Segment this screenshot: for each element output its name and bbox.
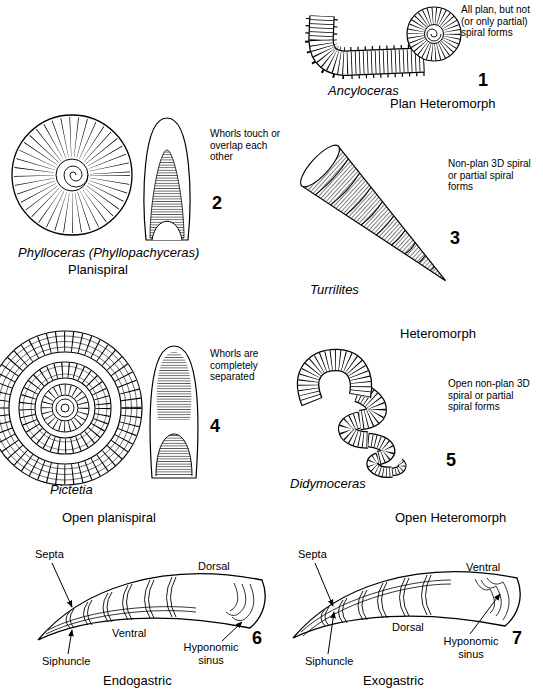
part-label: Dorsal [392,621,424,634]
umbilicus [56,159,88,191]
taxon-name: Pictetia [50,483,93,498]
part-label: Hyponomic sinus [180,641,242,666]
whorl-edge [9,352,121,464]
part-label: Ventral [112,627,146,640]
callout-number: 4 [210,416,220,437]
section-hatch [157,352,192,420]
leader-arrow [68,630,72,654]
spiral-line [4,347,126,469]
spiral-ribs [416,16,452,52]
part-label: Septa [35,548,64,561]
whorl-ribs [27,370,103,446]
umbilicus [425,25,444,44]
part-label: Siphuncle [305,655,353,668]
whorl-edge [61,404,69,412]
callout-number: 2 [212,193,222,214]
shell-body [392,462,402,472]
spiral-line [0,342,132,475]
horn-shell [293,572,520,638]
whorl-ribs [34,137,110,213]
whorl-section [150,346,198,478]
leader-arrow [222,622,242,641]
form-note: Whorls are completely separated [210,348,290,383]
callout-number: 7 [512,628,522,649]
form-note: Whorls touch or overlap each other [210,128,288,163]
growth-lines [226,583,254,621]
inner-spiral [64,166,88,187]
endogastric-drawing [38,563,265,654]
part-label: Ventral [466,561,500,574]
shell-body [308,360,361,402]
septa [321,575,431,626]
form-note: Open non-plan 3D spiral or partial spira… [448,378,532,413]
outer-whorl [12,115,132,235]
callout-number: 5 [446,450,456,471]
whorl-edge [0,331,142,485]
shell-outline [308,360,361,402]
callout-number: 3 [450,228,460,249]
shell-ribs [368,440,388,458]
aperture [295,140,345,192]
form-name: Open planispiral [62,511,156,526]
form-note: Non-plan 3D spiral or partial spiral for… [448,158,532,193]
whorl-ribs [0,342,132,475]
spiral-whorl [407,7,461,61]
whorl-edge [35,378,95,438]
part-label: Dorsal [198,560,230,573]
taxon-name: Ancyloceras [328,84,399,99]
whorl-edge [41,384,89,432]
phylloceras-drawing [12,115,190,240]
whorl-ribs [47,390,84,427]
dorsal-impression [152,221,182,240]
whorl-edge [52,395,78,421]
spiral-line [23,366,107,450]
leader-arrow [470,594,500,634]
form-name: Endogastric [103,674,172,689]
siphuncle-tube [301,580,451,636]
shell-outline [392,462,402,472]
shell-outline [368,440,388,458]
form-name: Plan Heteromorph [390,97,496,112]
form-name: Heteromorph [400,327,476,342]
inner-spiral [427,29,441,41]
part-label: Hyponomic sinus [440,635,502,660]
turrilites-drawing [295,140,464,301]
septa [66,577,176,628]
leader-arrow [328,612,334,654]
whorl-sutures [315,159,449,287]
whorl-edge [19,362,111,454]
part-label: Septa [298,548,327,561]
spiral-line [31,374,99,442]
whorl-section [144,118,190,240]
ancyloceras-drawing [321,7,461,63]
exogastric-drawing [293,572,520,638]
leader-arrow [52,563,72,607]
didymoceras-drawing [308,360,402,472]
form-name: Exogastric [363,674,424,689]
pictetia-drawing [0,331,198,485]
leader-arrow [315,563,333,606]
whorl-edge [56,399,74,417]
taxon-name: Didymoceras [290,477,366,492]
taxon-name: Phylloceras (Phyllopachyceras) [18,246,199,261]
shell-ribs [392,462,402,472]
form-note: All plan, but not (or only partial) spir… [461,4,541,39]
spiral-line [0,336,137,480]
form-name: Planispiral [68,263,128,278]
form-name: Open Heteromorph [395,511,506,526]
taxon-name: Turrilites [310,283,359,298]
inner-section [156,434,192,476]
callout-number: 6 [252,628,262,649]
shell-body [368,440,388,458]
shell-ribs [308,360,361,402]
part-label: Siphuncle [42,655,90,668]
callout-number: 1 [478,70,488,91]
growth-lines [475,578,509,620]
